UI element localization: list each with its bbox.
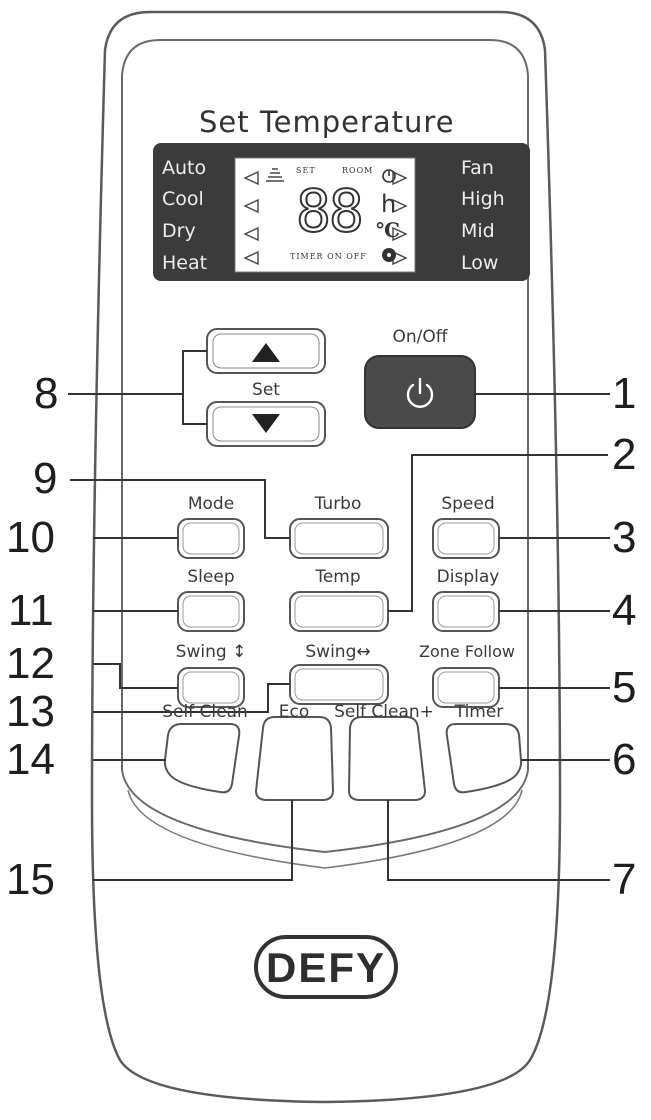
sleep-label: Sleep — [187, 567, 235, 587]
callout-15: 15 — [6, 855, 55, 904]
callout-10: 10 — [6, 513, 55, 562]
eco-label: Eco — [278, 702, 310, 722]
lcd-mode-auto: Auto — [162, 157, 207, 179]
callout-7: 7 — [612, 855, 637, 904]
temp-button-shape — [289, 591, 389, 632]
callout-lines — [68, 350, 610, 881]
power-icon — [406, 377, 434, 408]
callout-1: 1 — [612, 369, 637, 418]
brand-logo: DEFY — [265, 944, 387, 991]
callout-5: 5 — [612, 663, 637, 712]
lcd-digits: 88 — [295, 177, 365, 245]
lcd-hour-unit: h — [381, 190, 397, 218]
callout-2: 2 — [612, 430, 637, 479]
down-arrow-icon — [252, 414, 280, 433]
callout-8: 8 — [34, 369, 59, 418]
display-label: Display — [436, 567, 500, 587]
set-label: Set — [252, 380, 280, 400]
eco-button-shape — [255, 716, 334, 801]
display-title: Set Temperature — [199, 105, 455, 139]
fan-icon — [382, 248, 396, 262]
zone-follow-label: Zone Follow — [418, 642, 516, 661]
speed-button-shape — [432, 518, 500, 559]
callout-9: 9 — [33, 454, 58, 503]
lcd-mode-dry: Dry — [162, 220, 196, 242]
self-clean-button-shape — [163, 723, 241, 794]
mode-button-shape — [177, 518, 245, 559]
self-clean-plus-button-shape — [348, 716, 426, 801]
self-clean-label: Self Clean — [162, 702, 248, 722]
turbo-button-shape — [289, 518, 389, 559]
clock-icon — [382, 169, 396, 183]
on-off-label: On/Off — [392, 327, 448, 347]
turbo-label: Turbo — [314, 494, 362, 514]
brand-logo-oval — [254, 935, 398, 999]
mode-label: Mode — [187, 494, 235, 514]
lcd-mode-heat: Heat — [162, 252, 208, 274]
up-arrow-icon — [252, 343, 280, 362]
callout-12: 12 — [6, 639, 55, 688]
callout-6: 6 — [612, 735, 637, 784]
lcd-celsius-unit: ℃ — [376, 218, 400, 242]
lcd-left-mode-arrows — [243, 170, 259, 266]
callout-13: 13 — [6, 687, 55, 736]
swing-horizontal-label: Swing↔ — [305, 642, 371, 662]
lcd-room-indicator: ROOM — [342, 166, 374, 175]
sleep-button-shape — [177, 591, 245, 632]
callout-4: 4 — [612, 586, 637, 635]
callout-11: 11 — [8, 586, 54, 635]
lcd-signal-icon — [266, 168, 284, 182]
lcd-timer-indicator: TIMER ON OFF — [290, 252, 367, 261]
lcd-fan-mid: Mid — [461, 220, 495, 242]
callout-3: 3 — [612, 513, 637, 562]
callout-14: 14 — [6, 735, 55, 784]
lcd-mode-cool: Cool — [162, 188, 204, 210]
timer-label: Timer — [454, 702, 504, 722]
timer-button-shape — [445, 723, 523, 794]
lcd-fan-low: Low — [461, 252, 499, 274]
swing-vertical-label: Swing ↕ — [175, 642, 247, 662]
speed-label: Speed — [441, 494, 495, 514]
lcd-set-indicator: SET — [296, 166, 316, 175]
panel-lower-lip — [127, 789, 523, 869]
self-clean-plus-label: Self Clean+ — [334, 702, 434, 722]
lcd-fan-high: High — [461, 188, 505, 210]
display-button-shape — [432, 591, 500, 632]
lcd-fan-label: Fan — [461, 157, 494, 179]
swing-horizontal-button-shape — [289, 664, 389, 705]
temp-label: Temp — [315, 567, 361, 587]
